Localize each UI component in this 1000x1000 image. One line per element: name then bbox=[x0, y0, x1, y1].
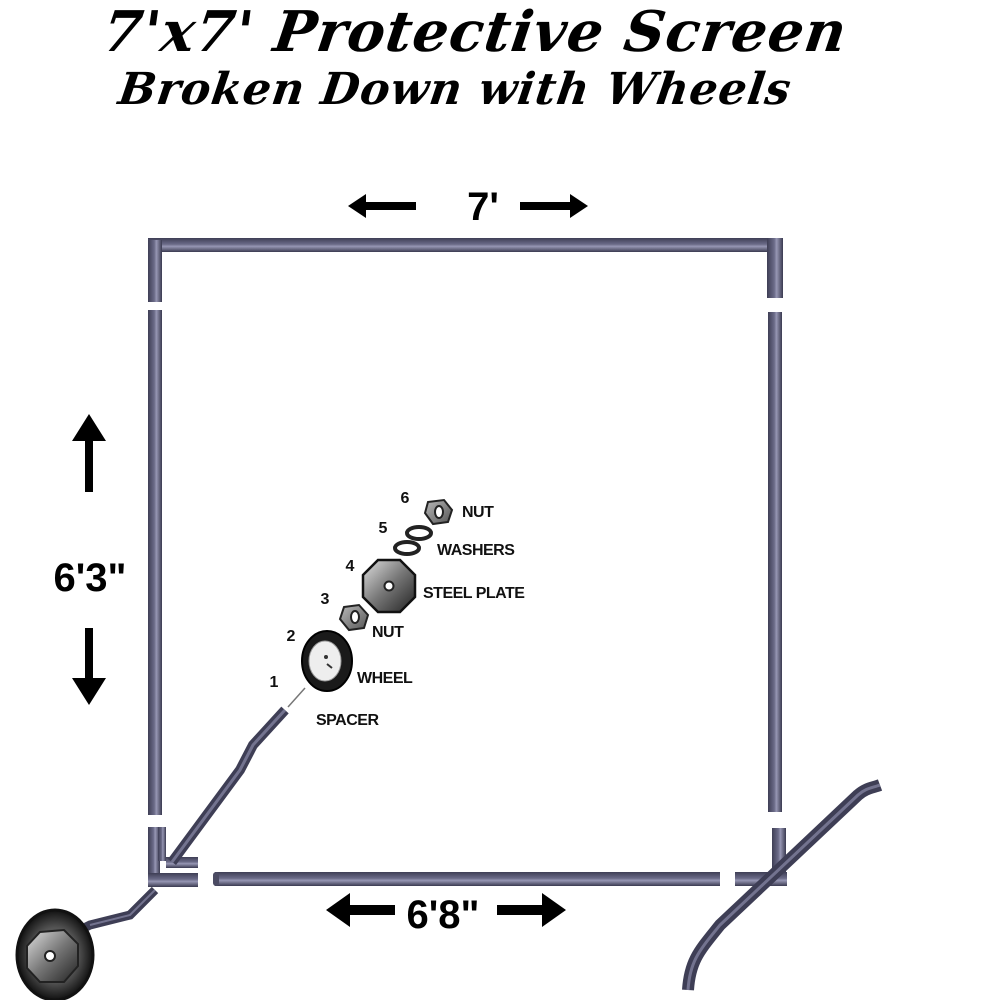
exploded-parts: 6 NUT 5 WASHERS 4 STEEL PLATE 3 NUT bbox=[270, 490, 526, 729]
part-6-nut: 6 NUT bbox=[401, 490, 495, 526]
part-number: 2 bbox=[287, 628, 296, 645]
part-number: 3 bbox=[321, 591, 330, 608]
frame-bottom-bar bbox=[213, 872, 720, 886]
part-label: NUT bbox=[462, 504, 494, 521]
arrow-right-icon bbox=[520, 194, 588, 218]
washer-icon bbox=[405, 525, 433, 541]
frame-right-post bbox=[768, 312, 782, 812]
diagonal-support-left bbox=[167, 687, 306, 865]
top-dimension: 7' bbox=[348, 185, 588, 229]
frame-top-left-corner bbox=[148, 240, 162, 302]
frame-left-post bbox=[148, 310, 162, 815]
washer-icon bbox=[393, 540, 421, 556]
width-top-label: 7' bbox=[467, 185, 499, 229]
part-2-wheel: 2 WHEEL bbox=[287, 628, 414, 692]
arrow-right-icon bbox=[497, 893, 566, 927]
part-number: 4 bbox=[346, 558, 355, 575]
spacer-leader-line bbox=[287, 687, 306, 708]
part-number: 5 bbox=[379, 520, 388, 537]
part-label: SPACER bbox=[316, 712, 379, 729]
arrow-down-icon bbox=[72, 628, 106, 705]
part-3-nut: 3 NUT bbox=[321, 591, 405, 641]
width-bottom-label: 6'8" bbox=[407, 893, 480, 937]
part-number: 1 bbox=[270, 674, 279, 691]
diagonal-support-right bbox=[682, 779, 883, 991]
part-number: 6 bbox=[401, 490, 410, 507]
arrow-left-icon bbox=[348, 194, 416, 218]
frame-top-bar bbox=[148, 238, 780, 252]
part-5-washers: 5 WASHERS bbox=[379, 520, 516, 559]
arrow-up-icon bbox=[72, 414, 106, 492]
assembled-wheel bbox=[15, 908, 95, 1000]
left-dimension: 6'3" bbox=[54, 414, 127, 705]
part-label: WHEEL bbox=[357, 670, 413, 687]
height-left-label: 6'3" bbox=[54, 556, 127, 600]
bottom-dimension: 6'8" bbox=[326, 893, 566, 937]
part-label: WASHERS bbox=[437, 542, 515, 559]
frame-top-right-corner bbox=[767, 238, 783, 298]
part-label: STEEL PLATE bbox=[423, 585, 525, 602]
arrow-left-icon bbox=[326, 893, 395, 927]
part-1-spacer: 1 SPACER bbox=[270, 674, 380, 729]
part-4-steel-plate: 4 STEEL PLATE bbox=[346, 558, 526, 614]
part-label: NUT bbox=[372, 624, 404, 641]
frame-bottom-left-corner bbox=[148, 827, 198, 887]
wheel-axle-arm bbox=[77, 886, 159, 935]
